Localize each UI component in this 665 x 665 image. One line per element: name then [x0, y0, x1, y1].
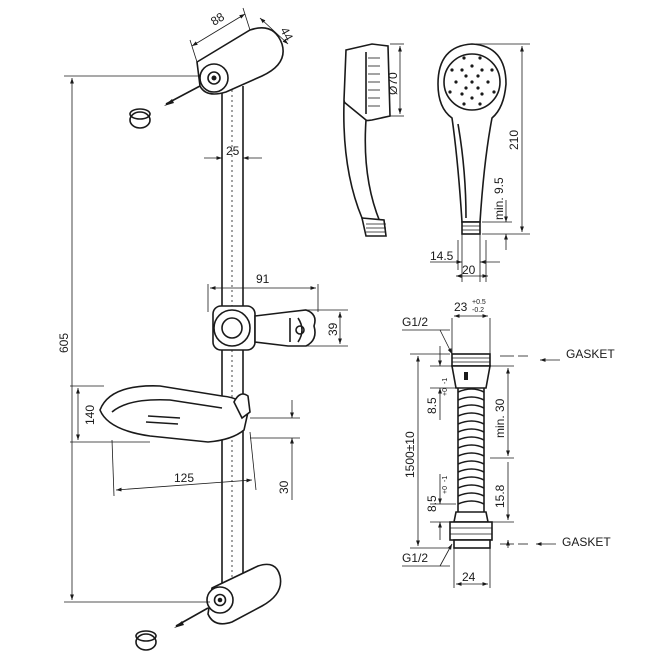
shower-rail-assembly: 88 44 25 605 91 [57, 7, 348, 651]
shower-hose: 23 +0.5 -0.2 G1/2 GASKET 1500±10 8.5 +0 … [402, 299, 615, 588]
top-wall-screw [164, 85, 201, 106]
dim-fitting-tol-plus-lower: +0 [442, 486, 449, 494]
dim-hose-base-label: 24 [462, 570, 476, 584]
hose-coil [457, 388, 485, 512]
dim-slider-height: 39 [306, 309, 348, 347]
gasket-top-label: GASKET [566, 347, 615, 361]
dim-88-label: 88 [208, 9, 227, 28]
dim-head-length-label: 210 [507, 130, 521, 150]
soap-dish [99, 385, 251, 443]
dim-hose-tol-plus: +0.5 [472, 299, 486, 306]
dim-hose-fitting-upper: 8.5 [425, 397, 439, 414]
dim-fitting-tol-plus-upper: +0 [442, 388, 449, 396]
dim-handle-outer-label: 14.5 [430, 249, 454, 263]
dim-handle-inner-label: 20 [462, 263, 476, 277]
gasket-bottom-label: GASKET [562, 535, 611, 549]
dim-39-label: 39 [326, 322, 340, 336]
dim-fitting-tol-minus-lower: -1 [442, 476, 449, 482]
top-wall-cap [129, 108, 151, 129]
slider-holder [212, 305, 316, 351]
dim-fitting-tol-minus-upper: -1 [442, 378, 449, 384]
dim-slider-width: 91 [207, 272, 319, 312]
dim-30-label: 30 [277, 480, 291, 494]
dim-hose-fitting-lower: 8.5 [425, 495, 439, 512]
dim-bracket-depth: 44 [259, 17, 296, 45]
dim-hose-lower-label: 15.8 [493, 484, 507, 508]
dim-total-height: 605 [57, 75, 210, 603]
dim-hose-tol-minus: -0.2 [472, 307, 484, 314]
dim-140-label: 140 [83, 405, 97, 425]
bottom-wall-bracket [206, 563, 282, 625]
dim-head-diameter-label: Ø70 [386, 72, 400, 95]
hand-shower-side-view: Ø70 [343, 43, 404, 237]
dim-125-label: 125 [174, 471, 194, 485]
dim-91-label: 91 [256, 272, 270, 286]
dim-hose-length-label: 1500±10 [403, 431, 417, 478]
hand-shower-front-view: 210 min. 9.5 14.5 20 [430, 43, 530, 282]
dim-rail-offset: 25 [204, 144, 262, 160]
dim-dish-length: 125 [111, 431, 257, 497]
thread-bottom-label: G1/2 [402, 551, 428, 565]
bottom-wall-cap [135, 630, 157, 651]
top-wall-bracket [196, 27, 284, 95]
dim-hose-nut-label: 23 [454, 300, 468, 314]
dim-44-label: 44 [277, 25, 296, 44]
thread-top-label: G1/2 [402, 315, 428, 329]
dim-dish-width: 140 [70, 385, 150, 443]
dim-handle-min-label: min. 9.5 [492, 177, 506, 220]
dim-dish-offset: 30 [250, 400, 300, 500]
dim-hose-min-label: min. 30 [493, 398, 507, 438]
spray-nozzle-holes [448, 56, 496, 106]
bottom-wall-screw [174, 607, 209, 628]
dim-25-label: 25 [226, 144, 240, 158]
dim-605-label: 605 [57, 333, 71, 353]
